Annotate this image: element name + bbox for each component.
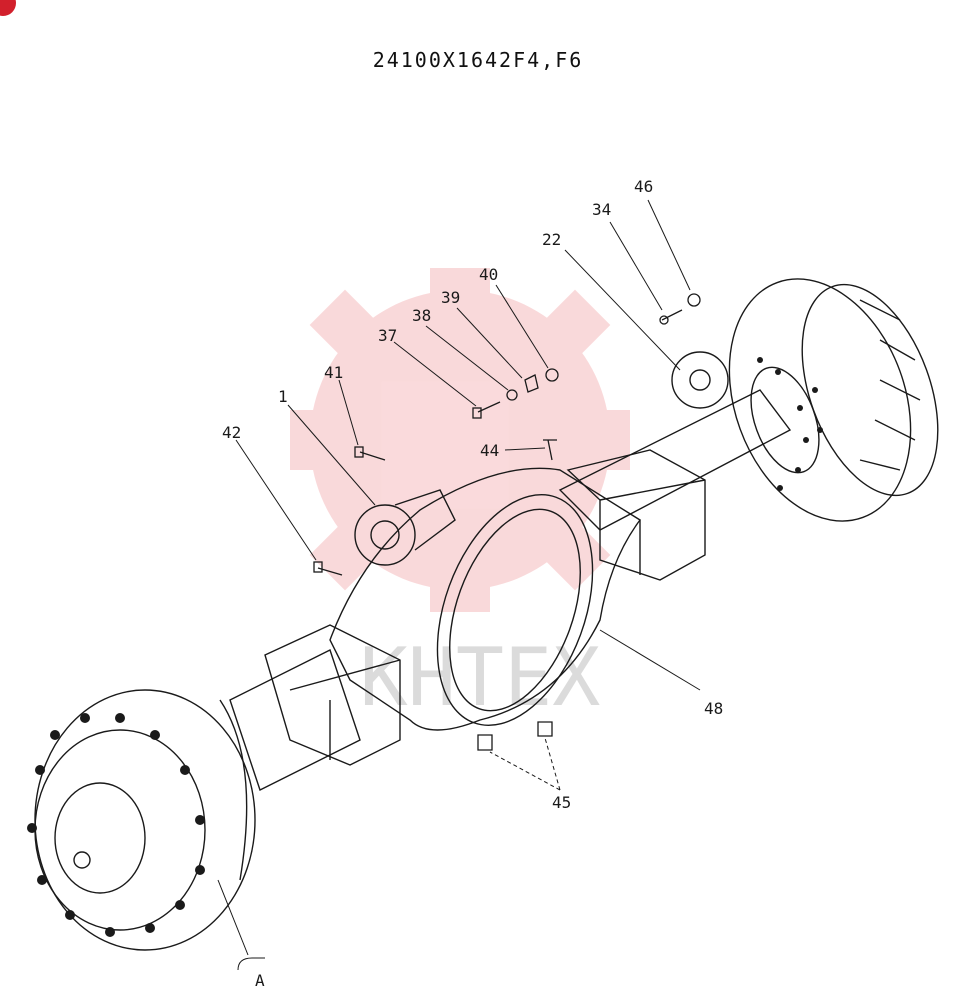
bolt-41-icon <box>359 451 386 461</box>
axle-drawing <box>34 278 939 951</box>
callout-38: 38 <box>412 306 431 325</box>
left-hub-bolts <box>27 713 205 937</box>
diagram-title: 24100X1642F4,F6 <box>372 48 584 72</box>
callout-41: 41 <box>324 363 343 382</box>
callout-45: 45 <box>552 793 571 812</box>
callout-22: 22 <box>542 230 561 249</box>
callout-37: 37 <box>378 326 397 345</box>
banjo-housing <box>329 467 642 731</box>
clip-39-icon <box>524 374 539 393</box>
pinion-flange <box>354 504 416 566</box>
callout-1: 1 <box>278 387 288 406</box>
right-axle-tube <box>558 389 792 531</box>
right-hub-bolts <box>757 357 823 491</box>
bolt-37-icon <box>477 401 501 413</box>
callout-44: 44 <box>480 441 499 460</box>
leader-lines <box>217 199 701 971</box>
callout-48: 48 <box>704 699 723 718</box>
callout-40: 40 <box>479 265 498 284</box>
callout-34: 34 <box>592 200 611 219</box>
right-spring-pad <box>566 449 706 581</box>
plug-45b-icon <box>537 721 553 737</box>
callout-39: 39 <box>441 288 460 307</box>
corner-badge-icon <box>0 0 16 16</box>
callout-A: A <box>255 971 265 990</box>
left-axle-tube <box>229 649 361 791</box>
plug-45a-icon <box>477 734 493 751</box>
washer-40-icon <box>545 368 559 382</box>
callout-46: 46 <box>634 177 653 196</box>
washer-46-icon <box>687 293 701 307</box>
differential-cover <box>436 494 594 726</box>
callout-42: 42 <box>222 423 241 442</box>
washer-38-icon <box>506 389 518 401</box>
right-brake-drum <box>728 278 912 522</box>
watermark-gear-icon <box>290 268 630 612</box>
small-parts <box>313 293 701 751</box>
bolt-34-icon <box>661 309 683 321</box>
left-spring-pad <box>264 624 401 766</box>
grease-fitting-44-icon <box>543 439 557 461</box>
